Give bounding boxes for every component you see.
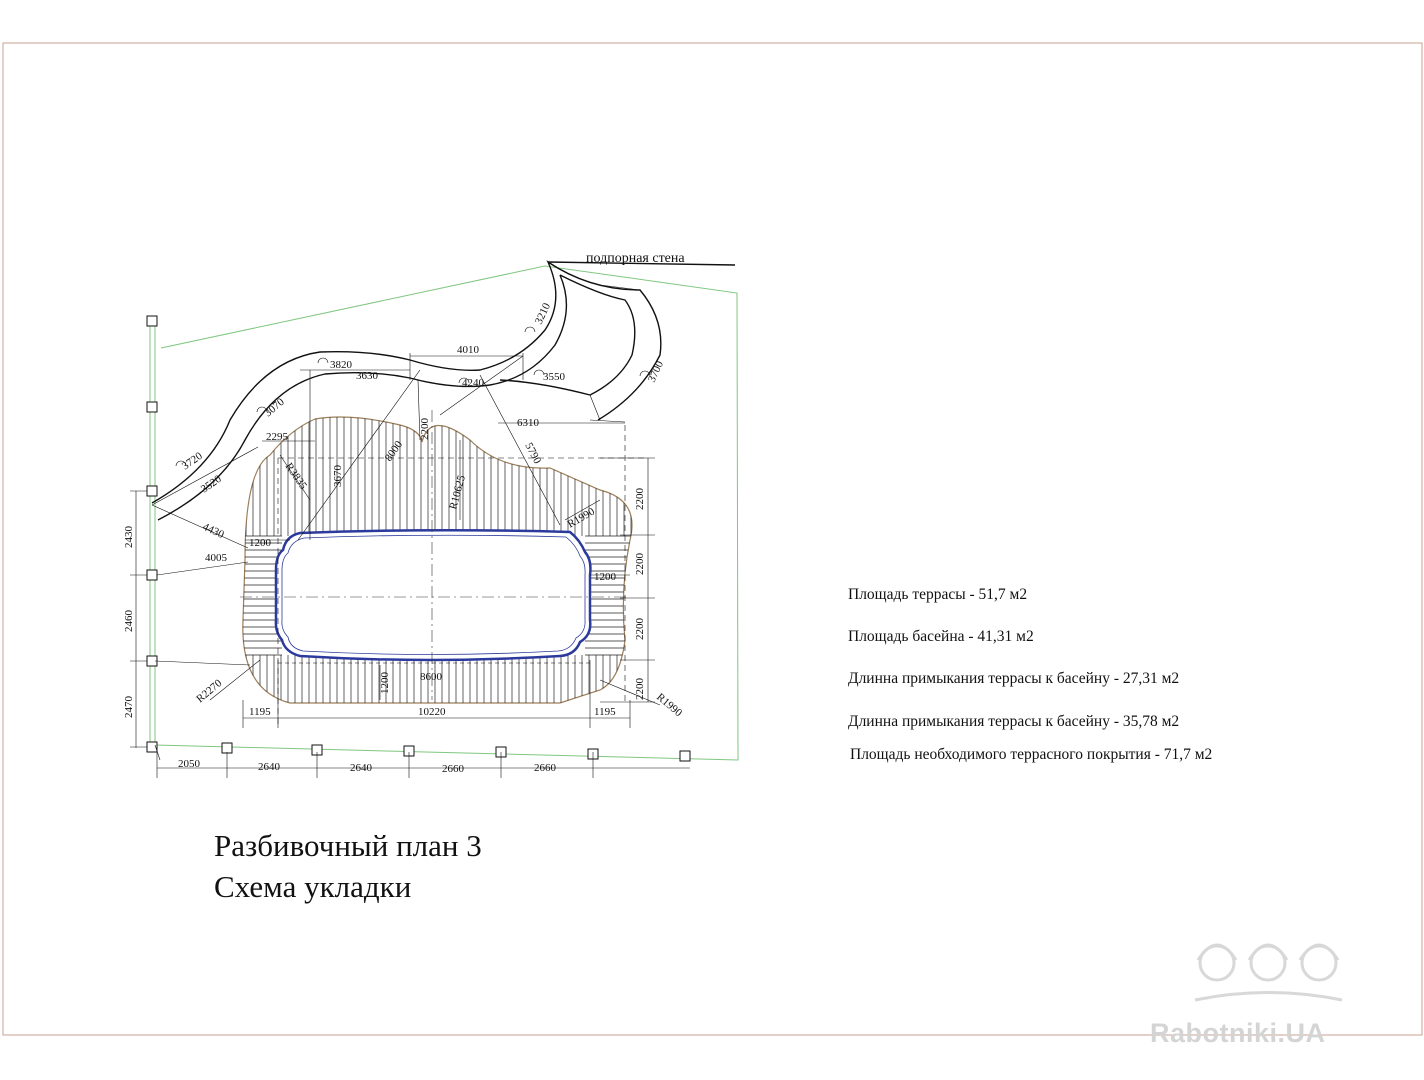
dim-diag-8: 5790 [522,441,543,467]
watermark-icons [1194,943,1343,1002]
dim-wall-6: 4240 [462,377,485,389]
pool-inner-outline [281,534,586,655]
dim-wall-4: 3630 [356,370,379,382]
stat-pool-area: Площадь басейна - 41,31 м2 [848,628,1034,645]
dim-wall-8: 3210 [533,301,553,326]
dim-radius-3: R1990 [566,505,598,530]
retaining-wall [151,260,736,521]
dim-pool-inner: 8600 [420,671,443,683]
arc-markers [175,326,651,467]
dim-right-1: 2200 [634,488,646,511]
dim-wall-9: 3700 [646,359,666,384]
dim-left-1: 2430 [123,526,135,549]
dim-right-2: 2200 [634,553,646,576]
sheet-frame [2,42,1423,1036]
dim-bottom-1: 2050 [178,758,201,770]
dim-right-4: 2200 [634,678,646,701]
dim-diag-7: 6310 [517,417,540,429]
stat-required-covering: Площадь необходимого террасного покрытия… [850,746,1213,763]
dim-pool-left-band: 1200 [249,537,272,549]
dim-pool-right-band: 1200 [594,571,617,583]
dim-diag-4: 3670 [332,465,344,488]
dim-diag-2: 4005 [205,552,228,564]
pool-axes [240,410,630,700]
dim-diag-6: 2200 [419,418,431,441]
dim-wall-10: 3520 [199,473,224,496]
retaining-wall-label: подпорная стена [586,251,685,266]
dim-bottom-3: 2640 [350,762,373,774]
dim-right-3: 2200 [634,618,646,641]
dim-pool-length: 10220 [418,706,446,718]
dim-diag-1: 4430 [201,521,226,541]
pool-outline [274,528,592,662]
dim-pool-right: 1195 [594,706,616,718]
dim-wall-3: 3820 [330,359,353,371]
dim-radius-5: R2270 [194,677,225,705]
dim-bottom-4: 2660 [442,763,465,775]
dim-wall-1: 3720 [180,450,205,473]
dim-radius-1: R3835 [283,461,310,492]
dim-diag-3: 2295 [266,431,289,443]
dim-left-2: 2460 [123,610,135,633]
dim-pool-bottom-band: 1200 [379,672,391,695]
stat-terrace-area: Площадь террасы - 51,7 м2 [848,586,1028,603]
dim-wall-5: 4010 [457,344,480,356]
dim-pool-left: 1195 [249,706,271,718]
dimension-lines [130,284,690,778]
dim-bottom-5: 2660 [534,762,557,774]
dim-wall-7: 3550 [543,371,566,383]
dim-wall-2: 3070 [262,396,287,420]
dim-radius-4: R1990 [654,691,685,719]
dim-bottom-2: 2640 [258,761,281,773]
watermark-text: Rabotniki.UA [1150,1018,1326,1048]
stat-adjacency-length-1: Длинна примыкания террасы к басейну - 27… [848,670,1180,687]
plan-title: Разбивочный план 3 [214,828,482,863]
dim-radius-2: R10625 [447,474,468,511]
dim-left-3: 2470 [123,696,135,719]
stat-adjacency-length-2: Длинна примыкания террасы к басейну - 35… [848,713,1180,730]
site-boundary [149,265,739,761]
plan-subtitle: Схема укладки [214,869,412,904]
